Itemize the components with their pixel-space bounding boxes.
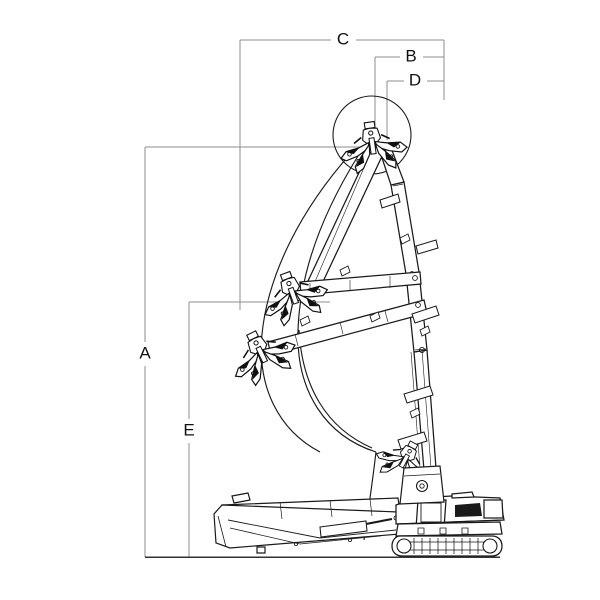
engine-hood-shadow [455,503,482,517]
track-frame [395,521,503,537]
outer-working-envelope-arc [260,151,353,453]
boom-cylinder-mid [403,385,434,404]
dimension-label-D: D [409,70,421,89]
stick-cylinder [379,193,401,209]
boom-cylinder-upper [411,305,440,324]
dimension-label-C: C [337,29,349,48]
exhaust-cover [451,491,475,499]
track-rollers [417,527,469,535]
transport-position-boom [213,492,401,554]
dimension-C [239,39,444,310]
boom-cylinder-top [415,239,439,255]
transport-boom-fitting [231,492,251,504]
working-envelope-arcs [260,151,377,541]
dimension-label-E: E [183,420,194,439]
boom-linkage-detail [299,233,431,419]
undercarriage-tracks [391,521,503,557]
track-chain [391,535,503,557]
counterweight [483,499,504,519]
inner-working-envelope-arc [297,155,377,453]
mid-envelope-arc [298,329,373,449]
dimension-labels: C B D A E [139,29,421,439]
boom-cylinder-lower [397,431,428,450]
dimension-label-B: B [405,46,416,65]
dimension-D [386,80,444,140]
track-sprocket-rear [482,538,498,554]
boom-foot-bracket [399,465,445,505]
track-idler-front [396,538,412,554]
dimension-A [144,146,371,557]
boom-cylinders [379,193,440,450]
transport-boom-cylinder [319,515,399,538]
cab-glazing [420,502,442,523]
dimension-lines [144,39,445,557]
dimension-label-A: A [139,343,151,362]
